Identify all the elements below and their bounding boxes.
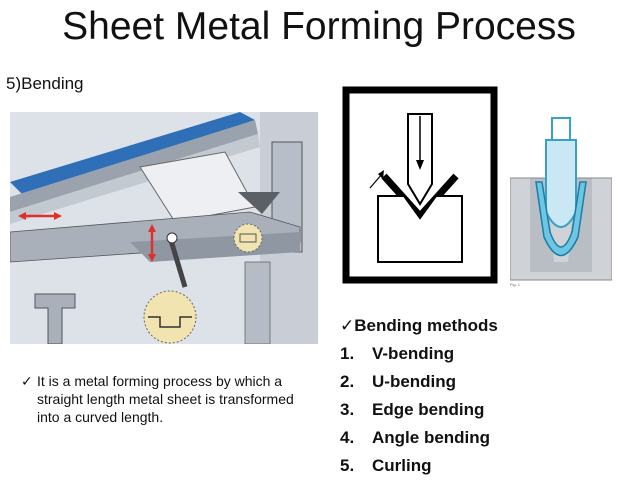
description-text: It is a metal forming process by which a… <box>37 373 294 425</box>
list-item: 3. Edge bending <box>340 396 630 424</box>
method-label: V-bending <box>372 344 455 363</box>
section-heading: 5)Bending <box>6 74 84 93</box>
list-number: 3. <box>340 400 355 419</box>
method-label: Curling <box>372 456 432 475</box>
methods-heading-text: Bending methods <box>354 316 498 335</box>
press-brake-illustration <box>10 112 318 344</box>
process-description: ✓It is a metal forming process by which … <box>21 372 317 426</box>
v-bending-diagram <box>342 86 498 284</box>
list-number: 2. <box>340 372 355 391</box>
list-item: 5. Curling <box>340 452 630 480</box>
check-icon: ✓ <box>21 373 33 389</box>
list-number: 4. <box>340 428 355 447</box>
u-bending-caption: Fig. 1 <box>510 282 521 287</box>
list-item: 1. V-bending <box>340 340 630 368</box>
u-bending-diagram <box>510 117 612 281</box>
method-label: U-bending <box>372 372 457 391</box>
method-label: Angle bending <box>372 428 491 447</box>
methods-heading: ✓Bending methods <box>340 312 630 340</box>
list-item: 2. U-bending <box>340 368 630 396</box>
check-icon: ✓ <box>340 316 355 335</box>
bending-methods-list: ✓Bending methods 1. V-bending 2. U-bending… <box>340 312 630 480</box>
list-item: 4. Angle bending <box>340 424 630 452</box>
slide-title: Sheet Metal Forming Process <box>62 5 576 48</box>
list-number: 1. <box>340 344 355 363</box>
list-number: 5. <box>340 456 355 475</box>
method-label: Edge bending <box>372 400 485 419</box>
